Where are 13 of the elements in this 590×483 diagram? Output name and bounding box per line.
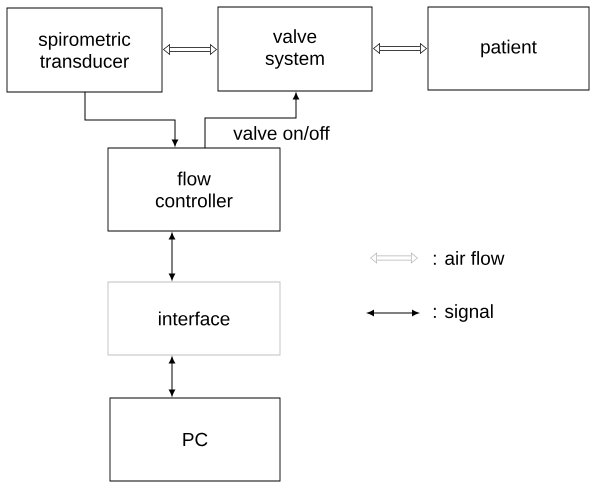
arrow	[84, 92, 178, 146]
interface-box: interface	[108, 282, 280, 356]
edge-label: valve on/off	[233, 126, 330, 140]
arrow	[204, 92, 300, 148]
process-box: PC	[110, 398, 280, 482]
arrow	[168, 356, 176, 396]
process-box: flow controller	[108, 148, 280, 232]
process-box: patient	[428, 6, 590, 90]
arrow	[168, 232, 176, 280]
process-box: valve system	[218, 6, 372, 92]
legend-label: : signal	[434, 304, 493, 322]
process-box: spirometric transducer	[6, 8, 162, 92]
legend-label: : air flow	[434, 251, 504, 265]
